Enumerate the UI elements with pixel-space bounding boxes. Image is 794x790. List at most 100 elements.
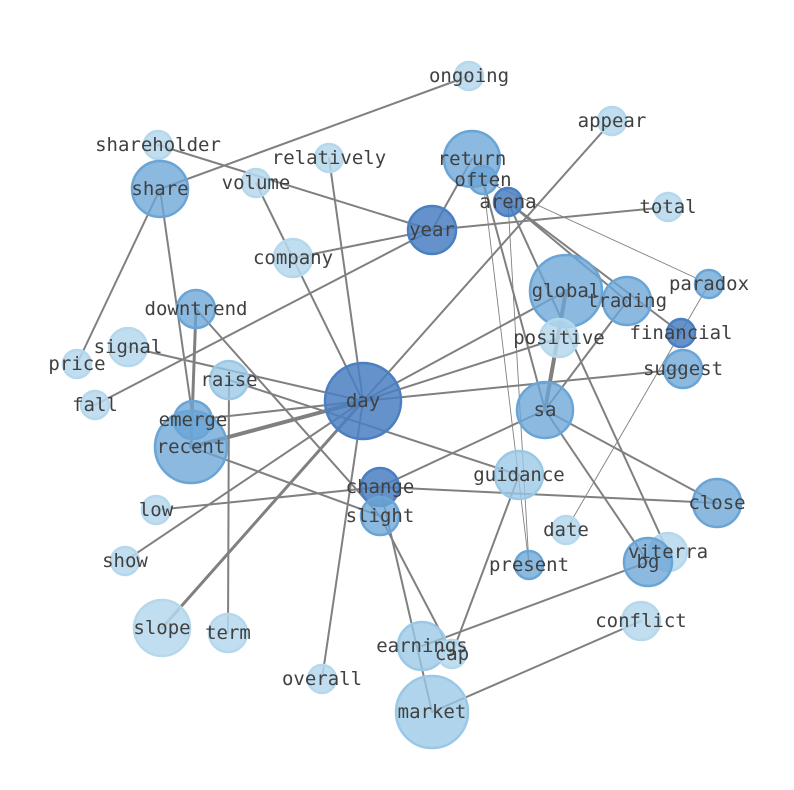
label-total: total — [639, 196, 696, 218]
label-cap: cap — [435, 643, 469, 665]
label-suggest: suggest — [643, 358, 723, 380]
label-conflict: conflict — [595, 610, 687, 632]
node-company — [272, 237, 314, 279]
node-overall — [306, 663, 338, 695]
label-global: global — [532, 280, 601, 302]
label-volume: volume — [222, 172, 291, 194]
label-close: close — [688, 492, 745, 514]
node-downtrend — [175, 288, 217, 330]
label-price: price — [48, 353, 105, 375]
label-emerge: emerge — [159, 409, 228, 431]
edge-raise-term — [227, 379, 230, 634]
label-date: date — [543, 519, 589, 541]
node-signal — [107, 326, 149, 368]
node-date — [550, 514, 582, 546]
label-market: market — [398, 701, 467, 723]
node-suggest — [662, 348, 704, 390]
label-overall: overall — [282, 668, 362, 690]
edge-year-shareholder — [157, 144, 433, 231]
edge-often-present — [482, 179, 530, 566]
edge-sa-change — [379, 409, 546, 488]
label-present: present — [489, 554, 569, 576]
edge-year-fall — [94, 229, 433, 406]
label-financial: financial — [630, 322, 733, 344]
edge-day-appear — [362, 120, 613, 402]
edge-change-low — [155, 486, 381, 511]
edge-share-price — [76, 188, 161, 365]
node-share — [130, 159, 190, 219]
node-fall — [79, 389, 111, 421]
label-positive: positive — [513, 327, 605, 349]
node-layer — [61, 60, 743, 750]
node-conflict — [620, 600, 662, 642]
edge-share-ongoing — [159, 75, 470, 190]
label-arena: arena — [479, 191, 536, 213]
node-slight — [359, 495, 401, 537]
label-layer: ongoing appear shareholder relatively return… — [48, 65, 749, 723]
label-appear: appear — [578, 110, 647, 132]
node-raise — [208, 359, 250, 401]
edge-day-slope — [160, 399, 365, 630]
label-guidance: guidance — [473, 464, 565, 486]
node-financial — [665, 317, 697, 349]
label-return: return — [438, 148, 507, 170]
label-fall: fall — [72, 394, 118, 416]
node-bg — [622, 536, 674, 588]
label-raise: raise — [200, 369, 257, 391]
node-total — [652, 191, 684, 223]
node-volume — [240, 167, 272, 199]
node-guidance — [493, 449, 545, 501]
label-low: low — [139, 499, 174, 521]
edge-arena-trading — [507, 201, 628, 302]
label-ongoing: ongoing — [429, 65, 509, 87]
label-term: term — [205, 622, 251, 644]
node-sa — [515, 380, 575, 440]
label-signal: signal — [94, 336, 163, 358]
edge-sa-bg — [544, 409, 649, 563]
label-bg: bg — [637, 551, 660, 573]
node-term — [207, 612, 249, 654]
node-cap — [436, 638, 468, 670]
edge-change-close — [379, 486, 718, 504]
edge-year-total — [431, 206, 669, 231]
label-slope: slope — [133, 617, 190, 639]
label-share: share — [131, 178, 188, 200]
edge-day-overall — [321, 400, 364, 680]
node-recent — [153, 409, 229, 485]
node-close — [691, 477, 743, 529]
node-slope — [132, 598, 192, 658]
edge-bg-earnings — [421, 561, 649, 647]
label-relatively: relatively — [272, 147, 386, 169]
edge-guidance-cap — [451, 474, 520, 655]
node-present — [513, 549, 545, 581]
node-paradox — [693, 268, 725, 300]
edge-day-volume — [255, 182, 364, 402]
node-ongoing — [453, 60, 485, 92]
label-shareholder: shareholder — [95, 134, 221, 156]
node-shareholder — [142, 129, 174, 161]
edge-arena-viterra — [507, 201, 669, 553]
node-trading — [601, 275, 653, 327]
label-recent: recent — [157, 436, 226, 458]
edge-sa-close — [544, 409, 718, 504]
node-price — [61, 348, 93, 380]
label-trading: trading — [587, 290, 667, 312]
node-market — [394, 674, 470, 750]
label-show: show — [102, 550, 148, 572]
node-often — [467, 164, 499, 196]
label-day: day — [346, 390, 380, 412]
node-positive — [538, 317, 580, 359]
node-low — [140, 494, 172, 526]
node-year — [406, 204, 458, 256]
label-year: year — [409, 219, 455, 241]
node-appear — [596, 105, 628, 137]
label-paradox: paradox — [669, 273, 749, 295]
edge-day-suggest — [362, 368, 684, 402]
label-company: company — [253, 247, 333, 269]
label-earnings: earnings — [376, 635, 468, 657]
label-slight: slight — [346, 505, 415, 527]
edge-arena-present — [507, 201, 530, 566]
node-arena — [492, 186, 524, 218]
edge-downtrend-slight — [195, 308, 381, 517]
node-day — [323, 361, 403, 441]
